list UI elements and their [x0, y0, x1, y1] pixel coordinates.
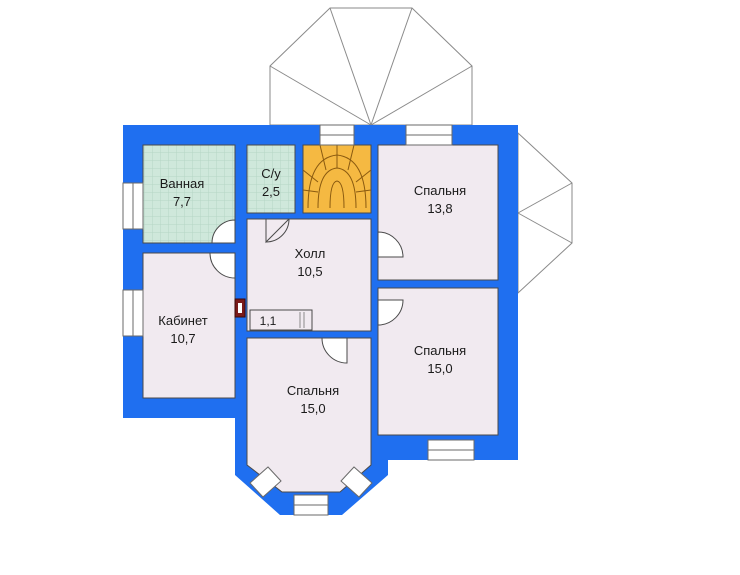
- door-office: [209, 252, 236, 279]
- roof-projection-top: [269, 7, 473, 126]
- window-bedroom-s-sw: [249, 466, 282, 498]
- wc-room: [246, 144, 296, 214]
- stair-spiral: [302, 144, 372, 209]
- door-bedroom-s: [321, 337, 348, 364]
- wc-name: С/у: [261, 166, 281, 181]
- bedroom-e-area: 15,0: [427, 361, 452, 376]
- door-bedroom-e: [377, 299, 404, 326]
- doors: [209, 218, 404, 364]
- bedroom-ne-area: 13,8: [427, 201, 452, 216]
- office-area: 10,7: [170, 331, 195, 346]
- wc-area: 2,5: [262, 184, 280, 199]
- door-bath: [211, 219, 236, 244]
- hall-area: 10,5: [297, 264, 322, 279]
- hall-name: Холл: [295, 246, 326, 261]
- office-room: [142, 252, 236, 399]
- bedroom-s-name: Спальня: [287, 383, 339, 398]
- door-wc: [265, 218, 291, 244]
- office-name: Кабинет: [158, 313, 207, 328]
- bath-name: Ванная: [160, 176, 205, 191]
- windows: [122, 124, 475, 516]
- roof-projection-right: [517, 131, 573, 295]
- closet-shelf: [299, 312, 305, 328]
- bedroom-s-room: [246, 337, 372, 493]
- window-bedroom-s-se: [340, 466, 373, 498]
- closet-area: 1,1: [260, 314, 277, 328]
- bedroom-ne-name: Спальня: [414, 183, 466, 198]
- closet-room: [249, 309, 313, 331]
- door-bedroom-ne: [377, 231, 404, 258]
- bedroom-e-name: Спальня: [414, 343, 466, 358]
- bedroom-s-area: 15,0: [300, 401, 325, 416]
- bath-area: 7,7: [173, 194, 191, 209]
